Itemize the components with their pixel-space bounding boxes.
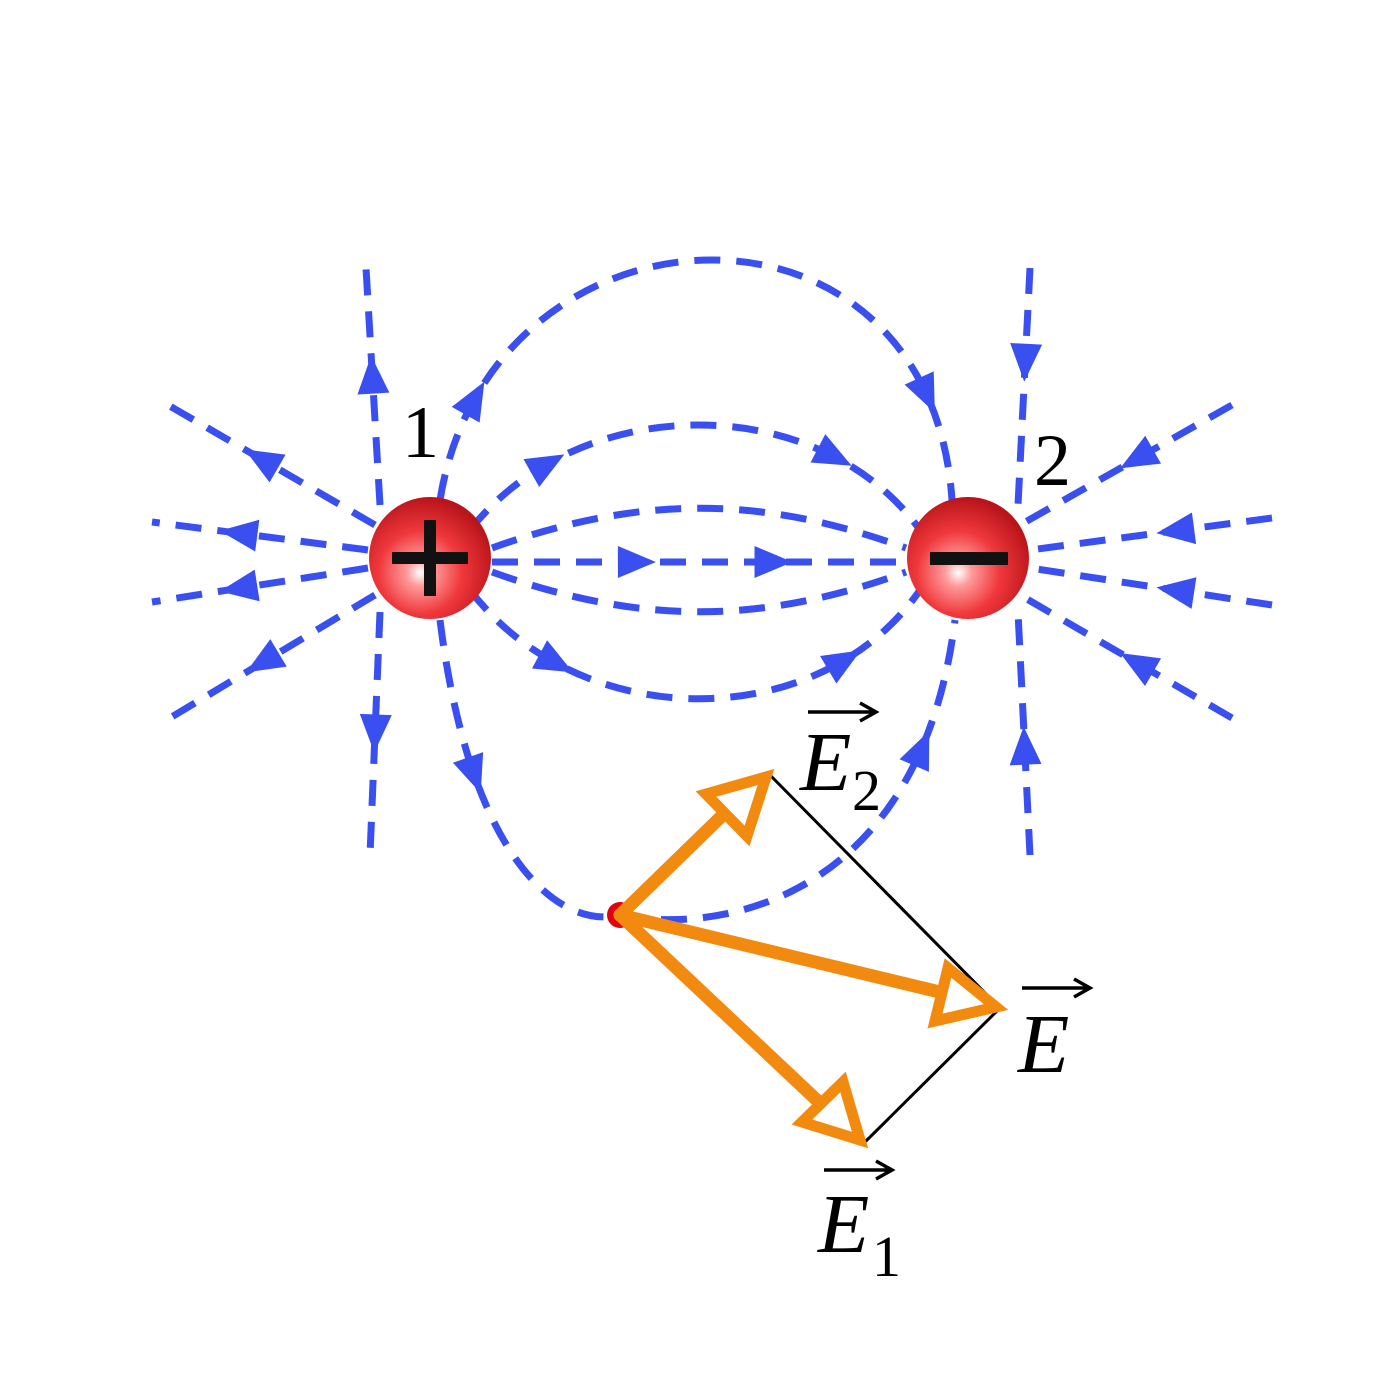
field-line-neg-down-arrow-1 xyxy=(1009,726,1042,766)
label-e1-letter: E xyxy=(817,1178,869,1271)
field-line-pos-up-arrow-1 xyxy=(357,355,390,395)
field-line-mid-bottom-arrow-2 xyxy=(820,650,861,684)
positive-charge xyxy=(369,497,491,619)
field-line-pos-downleft-arrow-1 xyxy=(245,639,287,673)
field-line-pos-left1-arrow-1 xyxy=(219,519,260,552)
label-e2-subscript: 2 xyxy=(852,758,881,823)
field-line-neg-upright-arrow-1 xyxy=(1120,435,1162,469)
field-line-neg-up-arrow-1 xyxy=(1010,343,1043,382)
field-line-pos-left2 xyxy=(151,564,369,606)
field-line-pos-left1 xyxy=(151,518,369,554)
field-line-axis-arrow-2 xyxy=(754,546,793,578)
field-line-mid-bottom xyxy=(467,587,923,703)
field-line-neg-up xyxy=(1014,267,1034,506)
label-e: E xyxy=(1017,977,1094,1091)
field-line-outer-bottom-arrow-1 xyxy=(452,752,484,794)
label-e1: E 1 xyxy=(817,1159,901,1289)
field-line-outer-top-arrow-2 xyxy=(904,371,935,413)
field-line-inner-top xyxy=(490,504,908,552)
field-line-neg-right1-arrow-1 xyxy=(1156,512,1197,545)
plus-sign-icon xyxy=(392,520,468,596)
field-line-neg-downright-arrow-1 xyxy=(1120,653,1162,687)
field-line-pos-left2-arrow-1 xyxy=(219,569,260,602)
parallelogram-edge-e1-e xyxy=(860,1006,1002,1147)
label-e2: E 2 xyxy=(799,701,881,823)
field-line-outer-top xyxy=(436,256,956,501)
vector-e-resultant xyxy=(613,908,1009,1029)
vector-e1 xyxy=(613,908,869,1149)
field-line-arrows xyxy=(219,343,1197,794)
field-line-neg-right2-arrow-1 xyxy=(1156,577,1197,609)
vector-arrow-icon xyxy=(808,701,880,723)
label-e1-subscript: 1 xyxy=(872,1224,901,1289)
field-line-axis-arrow-1 xyxy=(617,546,656,578)
charge-2-label: 2 xyxy=(1034,420,1071,502)
label-e2-letter: E xyxy=(799,716,851,809)
vector-arrow-icon xyxy=(1022,977,1094,999)
parallelogram-edge-e2-e xyxy=(766,771,1002,1010)
field-line-mid-top-arrow-2 xyxy=(810,434,852,466)
field-line-neg-right1 xyxy=(1029,514,1273,554)
field-line-pos-down-arrow-1 xyxy=(359,713,392,753)
negative-charge xyxy=(907,497,1029,619)
field-line-mid-top xyxy=(467,421,923,533)
field-line-neg-right2 xyxy=(1029,564,1273,609)
field-vectors xyxy=(613,768,1009,1149)
field-line-outer-top-arrow-1 xyxy=(451,381,485,423)
field-line-inner-bottom xyxy=(490,568,908,616)
vector-e2 xyxy=(613,768,775,922)
field-line-mid-bottom-arrow-1 xyxy=(531,640,574,673)
field-line-pos-upleft-arrow-1 xyxy=(244,449,286,483)
field-line-mid-top-arrow-1 xyxy=(523,454,565,487)
vector-arrow-icon xyxy=(824,1159,896,1181)
charge-1-label: 1 xyxy=(402,392,439,474)
label-e-letter: E xyxy=(1017,998,1069,1091)
field-line-outer-bottom-arrow-2 xyxy=(899,730,930,772)
minus-sign-icon xyxy=(930,552,1008,565)
